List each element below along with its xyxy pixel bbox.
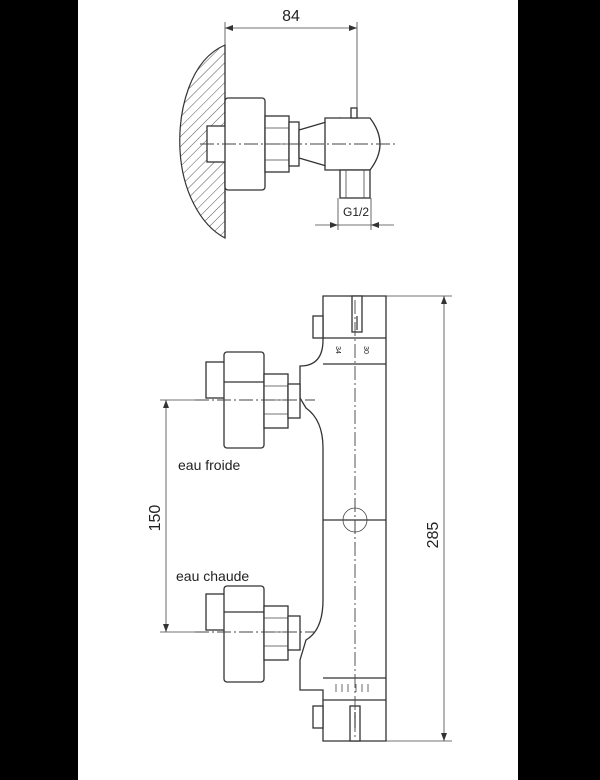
dim-arrow-left — [225, 25, 233, 31]
height-dimension-label: 285 — [425, 522, 442, 549]
front-view: 285 34 30 — [147, 295, 452, 742]
top-outlet — [339, 169, 371, 199]
top-handle-marker — [351, 295, 363, 333]
top-cap-stub — [312, 315, 324, 339]
dim-arrow-right — [349, 25, 357, 31]
spacing-dimension-label: 150 — [147, 505, 164, 532]
thread-size-label: G1/2 — [343, 205, 369, 219]
cold-water-label: eau froide — [178, 457, 240, 473]
bottom-cap-stub — [312, 705, 324, 729]
cold-water-inlet — [195, 351, 315, 449]
scale-mark-a: 34 — [334, 346, 341, 354]
scale-mark-b: 30 — [362, 346, 369, 354]
hot-water-label: eau chaude — [176, 568, 249, 584]
hot-water-inlet — [195, 585, 315, 683]
wall-section — [179, 44, 226, 239]
width-dimension-label: 84 — [282, 8, 300, 25]
top-view: 84 G1/2 — [179, 8, 395, 239]
